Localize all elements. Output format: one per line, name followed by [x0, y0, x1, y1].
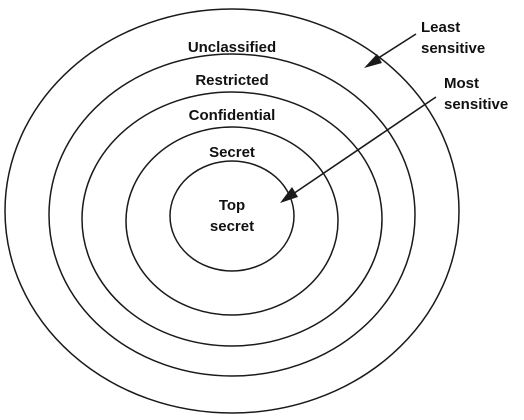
- ring-restricted: [48, 53, 416, 377]
- label-unclassified: Unclassified: [188, 39, 276, 56]
- label-confidential: Confidential: [189, 107, 276, 124]
- ring-unclassified: [4, 8, 460, 414]
- arrow-least-sensitive: [364, 33, 417, 68]
- label-secret-inner: secret: [210, 218, 254, 235]
- callout-most-line2: sensitive: [444, 96, 508, 113]
- callout-least-line2: sensitive: [421, 40, 485, 57]
- label-secret: Secret: [209, 144, 255, 161]
- ring-secret: [125, 126, 339, 316]
- ring-top-secret: [169, 160, 295, 272]
- arrow-most-sensitive: [280, 96, 437, 203]
- callout-least-line1: Least: [421, 19, 460, 36]
- label-restricted: Restricted: [195, 72, 268, 89]
- ring-confidential: [81, 91, 383, 347]
- callout-most-line1: Most: [444, 75, 479, 92]
- label-top: Top: [219, 197, 245, 214]
